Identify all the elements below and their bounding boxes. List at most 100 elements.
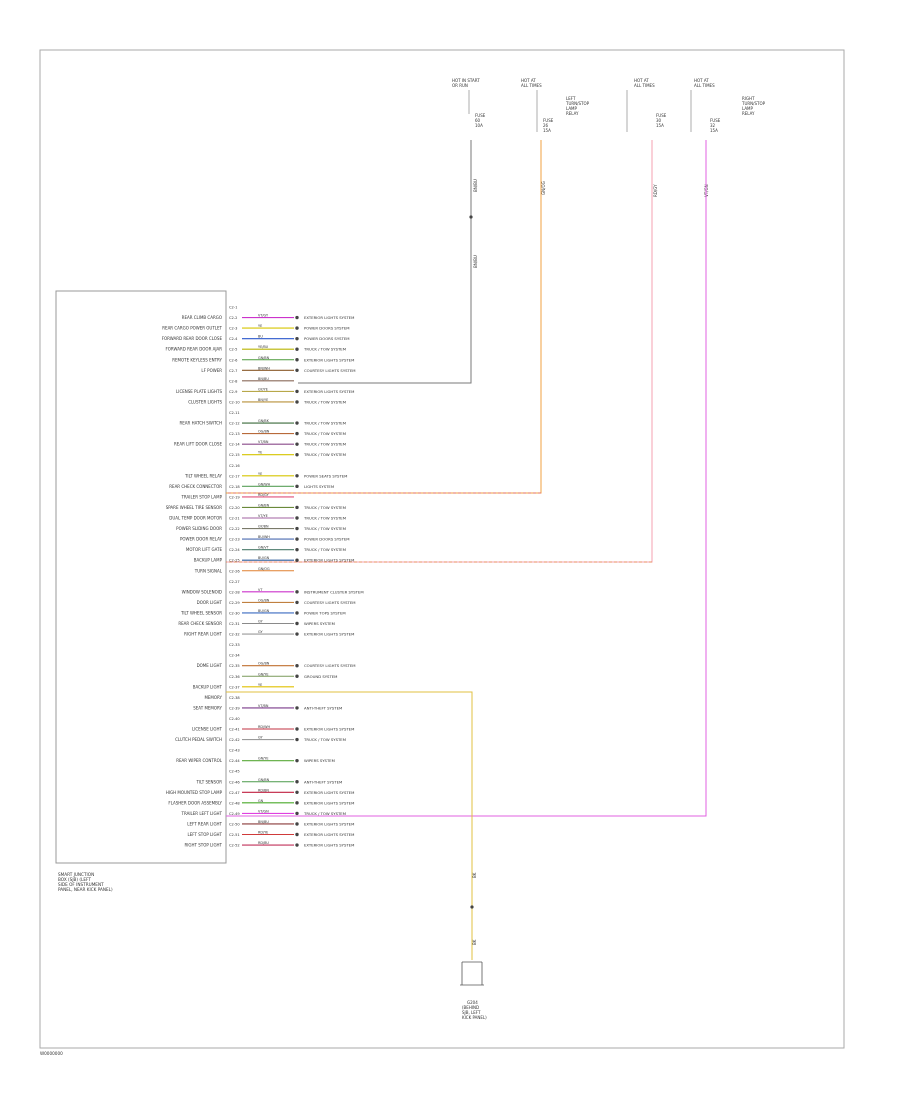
connector-terminal <box>295 505 299 510</box>
connector-terminal <box>295 822 299 826</box>
module-caption-line: PANEL, NEAR KICK PANEL) <box>58 887 113 892</box>
pin-function-label: FORWARD REAR DOOR AJAR <box>165 347 222 352</box>
fuse-rating: 15A <box>710 128 718 133</box>
pin-number: C2-50 <box>229 822 240 826</box>
pin-number: C2-1 <box>229 306 237 310</box>
ground-wire-code: BK <box>472 939 477 945</box>
pin-function-label: LEFT STOP LIGHT <box>188 832 223 837</box>
pin-destination: TRUCK / TOW SYSTEM <box>303 399 346 404</box>
pin-wire-code: BN/BU <box>258 377 269 381</box>
ground-label: KICK PANEL) <box>462 1015 487 1020</box>
ground-wire-code: BK <box>472 872 477 878</box>
pin-destination: EXTERIOR LIGHTS SYSTEM <box>304 632 354 637</box>
pin-wire-code: GN/WH <box>258 482 271 486</box>
pin-wire-code: YE/BU <box>258 345 269 349</box>
splice-dot <box>469 215 473 219</box>
relay-label: RELAY <box>742 111 755 116</box>
pin-function-label: TILT WHEEL RELAY <box>184 473 223 478</box>
ground-wire <box>226 691 473 960</box>
pin-wire-code: GN/BN <box>258 778 270 782</box>
pin-wire-code: VT <box>258 588 263 592</box>
connector-terminal <box>295 326 299 330</box>
fuse-wire-code: BN/BU <box>473 179 478 192</box>
pin-destination: EXTERIOR LIGHTS SYSTEM <box>304 727 354 732</box>
fuse-30-feed-wire <box>226 140 653 563</box>
relay-label: TURN/STOP <box>741 101 766 106</box>
connector-terminal <box>295 484 299 489</box>
pin-function-label: TURN SIGNAL <box>194 568 223 573</box>
pin-function-label: FORWARD REAR DOOR CLOSE <box>162 336 223 341</box>
pin-wire-code: VT/BN <box>258 440 269 444</box>
pin-function-label: REAR CLIMB CARGO <box>182 315 222 320</box>
pin-function-label: TRAILER STOP LAMP <box>180 494 222 499</box>
pin-number: C2-36 <box>229 675 240 679</box>
pin-number: C2-28 <box>229 590 240 594</box>
pin-destination: EXTERIOR LIGHTS SYSTEM <box>304 843 354 848</box>
connector-terminal <box>295 600 299 605</box>
pin-number: C2-10 <box>229 400 240 404</box>
pin-destination: EXTERIOR LIGHTS SYSTEM <box>304 558 354 563</box>
fuse-label: FUSE <box>710 118 721 123</box>
pin-number: C2-49 <box>229 812 240 816</box>
figure-code: W0000000 <box>40 1051 63 1056</box>
module-caption-line: SMART JUNCTION <box>58 872 94 877</box>
fuse-rating: 10A <box>475 123 483 128</box>
pin-destination: POWER DOORS SYSTEM <box>304 537 350 542</box>
fuse-number: 26 <box>543 123 549 128</box>
connector-terminal <box>295 843 299 847</box>
junction-box-outline <box>55 290 227 864</box>
pin-function-label: DUAL TEMP DOOR MOTOR <box>169 516 222 521</box>
pin-destination: TRUCK / TOW SYSTEM <box>303 347 346 352</box>
pin-wire-code: GN/VT <box>258 546 270 550</box>
pin-wire-code: BN/YE <box>258 398 268 402</box>
pin-wire-code: RD/YE <box>258 831 268 835</box>
pin-number: C2-43 <box>229 749 240 753</box>
pin-destination: POWER DOORS SYSTEM <box>304 326 350 331</box>
pin-wire-code: BN/BU <box>258 820 269 824</box>
relay-label: RIGHT <box>742 96 755 101</box>
pin-function-label: RIGHT STOP LIGHT <box>184 843 222 848</box>
connector-terminal <box>295 368 299 372</box>
pin-wire-code: RD/BN <box>258 788 269 792</box>
connector-terminal <box>295 801 299 805</box>
ground-g204: BK BK G204 (BEHIND SJB, LEFT KICK PANEL) <box>460 872 487 1020</box>
pin-number: C2-42 <box>229 738 240 742</box>
pin-number: C2-11 <box>229 411 240 415</box>
pin-function-label: TILT WHEEL SENSOR <box>180 610 222 615</box>
module-caption-line: SIDE OF INSTRUMENT <box>58 882 104 887</box>
pin-function-label: FLASHER DOOR ASSEMBLY <box>168 800 222 805</box>
pin-number: C2-40 <box>229 717 240 721</box>
pin-wire-code: BN/WH <box>258 366 270 370</box>
connector-terminal <box>295 336 299 341</box>
pin-function-label: WINDOW SOLENOID <box>182 589 222 594</box>
connector-terminal <box>295 421 299 425</box>
pin-number: C2-34 <box>229 654 240 658</box>
relay-label: TURN/STOP <box>565 101 590 106</box>
pin-destination: POWER TOPS SYSTEM <box>304 610 346 615</box>
pin-function-label: BACKUP LAMP <box>194 558 223 563</box>
pin-function-label: REAR CARGO POWER OUTLET <box>162 326 222 331</box>
pin-wire-code: RD/WH <box>258 725 270 729</box>
connector-terminal <box>295 727 299 731</box>
pin-wire-code: GY/YE <box>258 387 268 391</box>
pin-wire-code: OG/BN <box>258 598 270 602</box>
pin-number: C2-46 <box>229 780 240 784</box>
pin-number: C2-31 <box>229 622 240 626</box>
pin-destination: TRUCK / TOW SYSTEM <box>303 526 346 531</box>
pin-wire-code: GN <box>258 799 264 803</box>
pin-function-label: LICENSE LIGHT <box>192 727 223 732</box>
fuse-60: HOT IN START OR RUN FUSE 60 10A BN/BU BN… <box>452 78 486 268</box>
pin-number: C2-8 <box>229 379 238 383</box>
connector-terminal <box>295 389 299 394</box>
diagram-frame <box>39 49 845 1049</box>
fuse-wire-code: RD/GY <box>653 184 658 197</box>
relay-label: LAMP <box>566 106 578 111</box>
pin-number: C2-3 <box>229 327 237 331</box>
connector-terminal <box>295 547 299 552</box>
connector-terminal <box>295 790 299 794</box>
pin-number: C2-12 <box>229 422 240 426</box>
pin-destination: LIGHTS SYSTEM <box>304 484 334 489</box>
pin-wire-code: GN/YE <box>258 672 269 676</box>
fuse-number: 32 <box>710 123 716 128</box>
pin-function-label: SPARE WHEEL TIRE SENSOR <box>166 505 222 510</box>
